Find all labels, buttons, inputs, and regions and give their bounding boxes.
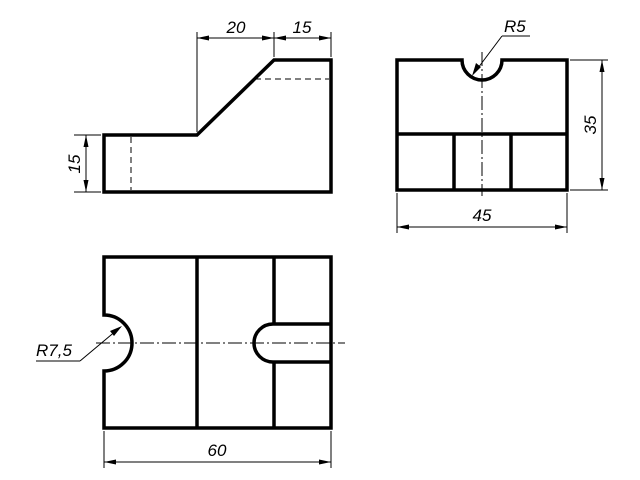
dim-35: 35 [570,59,608,191]
dim-35-label: 35 [581,115,600,134]
side-view-outline [395,58,569,192]
dim-60: 60 [103,431,332,468]
dim-15-top: 15 [274,18,332,57]
dim-r5: R5 [472,17,530,76]
dim-20: 20 [196,18,275,132]
dim-15-top-label: 15 [293,18,312,37]
top-view: R7,5 60 [36,255,345,468]
dim-r75: R7,5 [36,326,122,362]
front-view: 20 15 15 [65,18,333,194]
front-hidden-line-slope [235,78,256,98]
side-view: R5 35 45 [395,17,608,233]
dim-r75-label: R7,5 [36,341,72,360]
front-view-outline [102,58,333,194]
dim-15-left-label: 15 [65,154,84,173]
dim-45-label: 45 [473,206,492,225]
dim-45: 45 [396,193,568,233]
dim-60-label: 60 [208,441,227,460]
dim-r5-label: R5 [504,17,526,36]
dim-15-left: 15 [65,134,101,193]
top-view-outline [102,255,333,430]
dim-20-label: 20 [226,18,246,37]
